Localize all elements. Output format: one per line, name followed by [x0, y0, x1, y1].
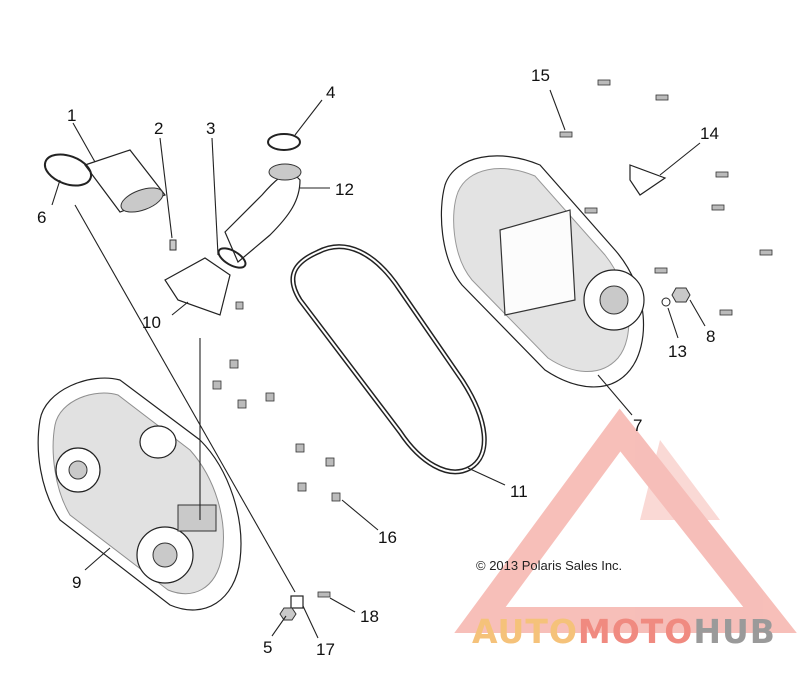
intake-duct	[84, 149, 166, 213]
decal-14	[629, 164, 667, 196]
label-18: 18	[360, 607, 379, 626]
label-8: 8	[706, 327, 715, 346]
o-ring	[217, 247, 247, 269]
label-17: 17	[316, 640, 335, 659]
label-14: 14	[700, 124, 719, 143]
watermark-logo	[454, 408, 797, 633]
label-13: 13	[668, 342, 687, 361]
label-7: 7	[633, 416, 642, 435]
nut-5	[279, 607, 297, 621]
label-2: 2	[154, 119, 163, 138]
outer-clutch-cover	[440, 155, 645, 388]
label-12: 12	[335, 180, 354, 199]
watermark-hub: HUB	[693, 612, 776, 651]
watermark-moto: MOTO	[577, 612, 694, 651]
label-1: 1	[67, 106, 76, 125]
plug-17	[290, 595, 304, 609]
label-10: 10	[142, 313, 161, 332]
label-11: 11	[510, 482, 528, 501]
copyright-notice: © 2013 Polaris Sales Inc.	[476, 558, 623, 573]
intake-adapter	[164, 257, 231, 316]
bolts	[212, 79, 773, 598]
drive-belt	[290, 244, 487, 475]
washer-13	[661, 297, 671, 307]
nut-8	[671, 287, 691, 303]
watermark-text: AUTOMOTOHUB	[472, 612, 776, 651]
leader-lines	[51, 89, 706, 639]
label-5: 5	[263, 638, 272, 657]
label-4: 4	[326, 83, 335, 102]
label-6: 6	[37, 208, 46, 227]
watermark-auto: AUTO	[472, 612, 578, 651]
duct-clamp	[43, 153, 93, 187]
label-9: 9	[72, 573, 81, 592]
screw-2	[169, 239, 177, 251]
elbow-clamp	[267, 133, 301, 151]
label-16: 16	[378, 528, 397, 547]
intake-elbow	[224, 163, 302, 263]
inner-clutch-cover	[37, 377, 242, 611]
label-3: 3	[206, 119, 215, 138]
callout-numbers: 1 2 3 4 5 6 7 8 9 10 11 12 13 14 15 16 1…	[37, 66, 719, 659]
label-15: 15	[531, 66, 550, 85]
